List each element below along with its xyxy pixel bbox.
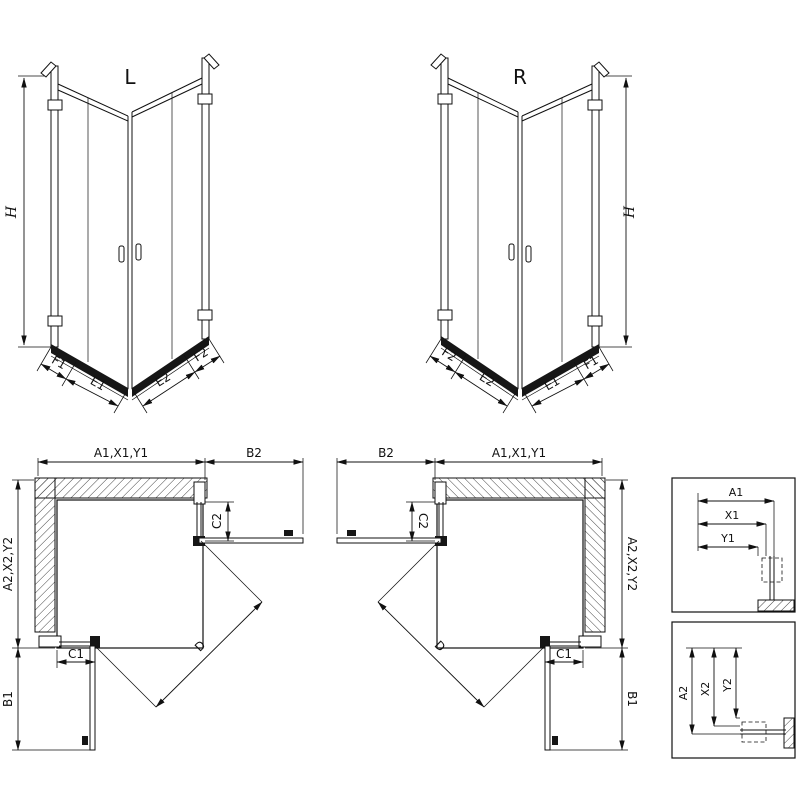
iso-left-f2-label: F2 bbox=[191, 345, 211, 365]
detail-x1-label: X1 bbox=[725, 509, 740, 522]
detail-x2-label: X2 bbox=[699, 682, 712, 697]
plan-left-fixed-bottom-label: C1 bbox=[68, 647, 84, 661]
plan-right-geometry bbox=[337, 458, 628, 750]
plan-left-depth-label: A2,X2,Y2 bbox=[1, 537, 15, 591]
detail-a2-label: A2 bbox=[677, 686, 690, 701]
iso-right-f2-label: F2 bbox=[439, 345, 459, 365]
iso-right-variant-label: R bbox=[513, 65, 527, 89]
plan-left-door-top-label: B2 bbox=[246, 446, 262, 460]
iso-right-geometry bbox=[426, 54, 632, 413]
iso-left-variant-label: L bbox=[124, 65, 136, 89]
detail-width-profile bbox=[757, 556, 795, 612]
plan-left-door-bottom-label: B1 bbox=[1, 691, 15, 707]
iso-left-geometry bbox=[18, 54, 224, 413]
detail-depth-profile bbox=[740, 717, 795, 749]
iso-right-e2-label: E2 bbox=[477, 370, 497, 390]
plan-left-geometry bbox=[12, 458, 303, 750]
detail-width-box: A1 X1 Y1 bbox=[671, 477, 796, 613]
plan-left-drawing: A1,X1,Y1 B2 C2 A2,X2,Y2 B1 C1 D bbox=[1, 446, 303, 750]
detail-depth-dimensions bbox=[686, 647, 742, 735]
detail-depth-box: A2 X2 Y2 bbox=[671, 621, 796, 759]
iso-right-e1-label: E1 bbox=[542, 374, 562, 394]
plan-right-fixed-bottom-label: C1 bbox=[556, 647, 572, 661]
iso-left-f1-label: F1 bbox=[49, 353, 69, 372]
iso-left-e1-label: E1 bbox=[88, 374, 108, 394]
iso-right-height-label: H bbox=[622, 205, 638, 219]
iso-left-drawing: L H F1 E1 E2 F2 bbox=[4, 54, 224, 413]
plan-left-width-label: A1,X1,Y1 bbox=[94, 446, 148, 460]
plan-right-door-bottom-label: B1 bbox=[625, 691, 639, 707]
plan-right-depth-label: A2,X2,Y2 bbox=[625, 537, 639, 591]
plan-right-drawing: B2 A1,X1,Y1 C2 A2,X2,Y2 B1 C1 D bbox=[337, 446, 639, 750]
detail-width-dimensions bbox=[697, 493, 775, 556]
plan-right-door-top-label: B2 bbox=[378, 446, 394, 460]
iso-left-height-label: H bbox=[4, 205, 20, 219]
plan-left-fixed-right-label: C2 bbox=[210, 513, 224, 529]
plan-right-width-label: A1,X1,Y1 bbox=[492, 446, 546, 460]
detail-a1-label: A1 bbox=[729, 486, 744, 499]
detail-y2-label: Y2 bbox=[721, 678, 734, 693]
iso-right-drawing: R H F2 E2 E1 F1 bbox=[426, 54, 638, 413]
plan-right-fixed-left-label: C2 bbox=[416, 513, 430, 529]
iso-right-f1-label: F1 bbox=[581, 353, 601, 372]
detail-y1-label: Y1 bbox=[720, 532, 735, 545]
iso-left-e2-label: E2 bbox=[153, 370, 173, 390]
